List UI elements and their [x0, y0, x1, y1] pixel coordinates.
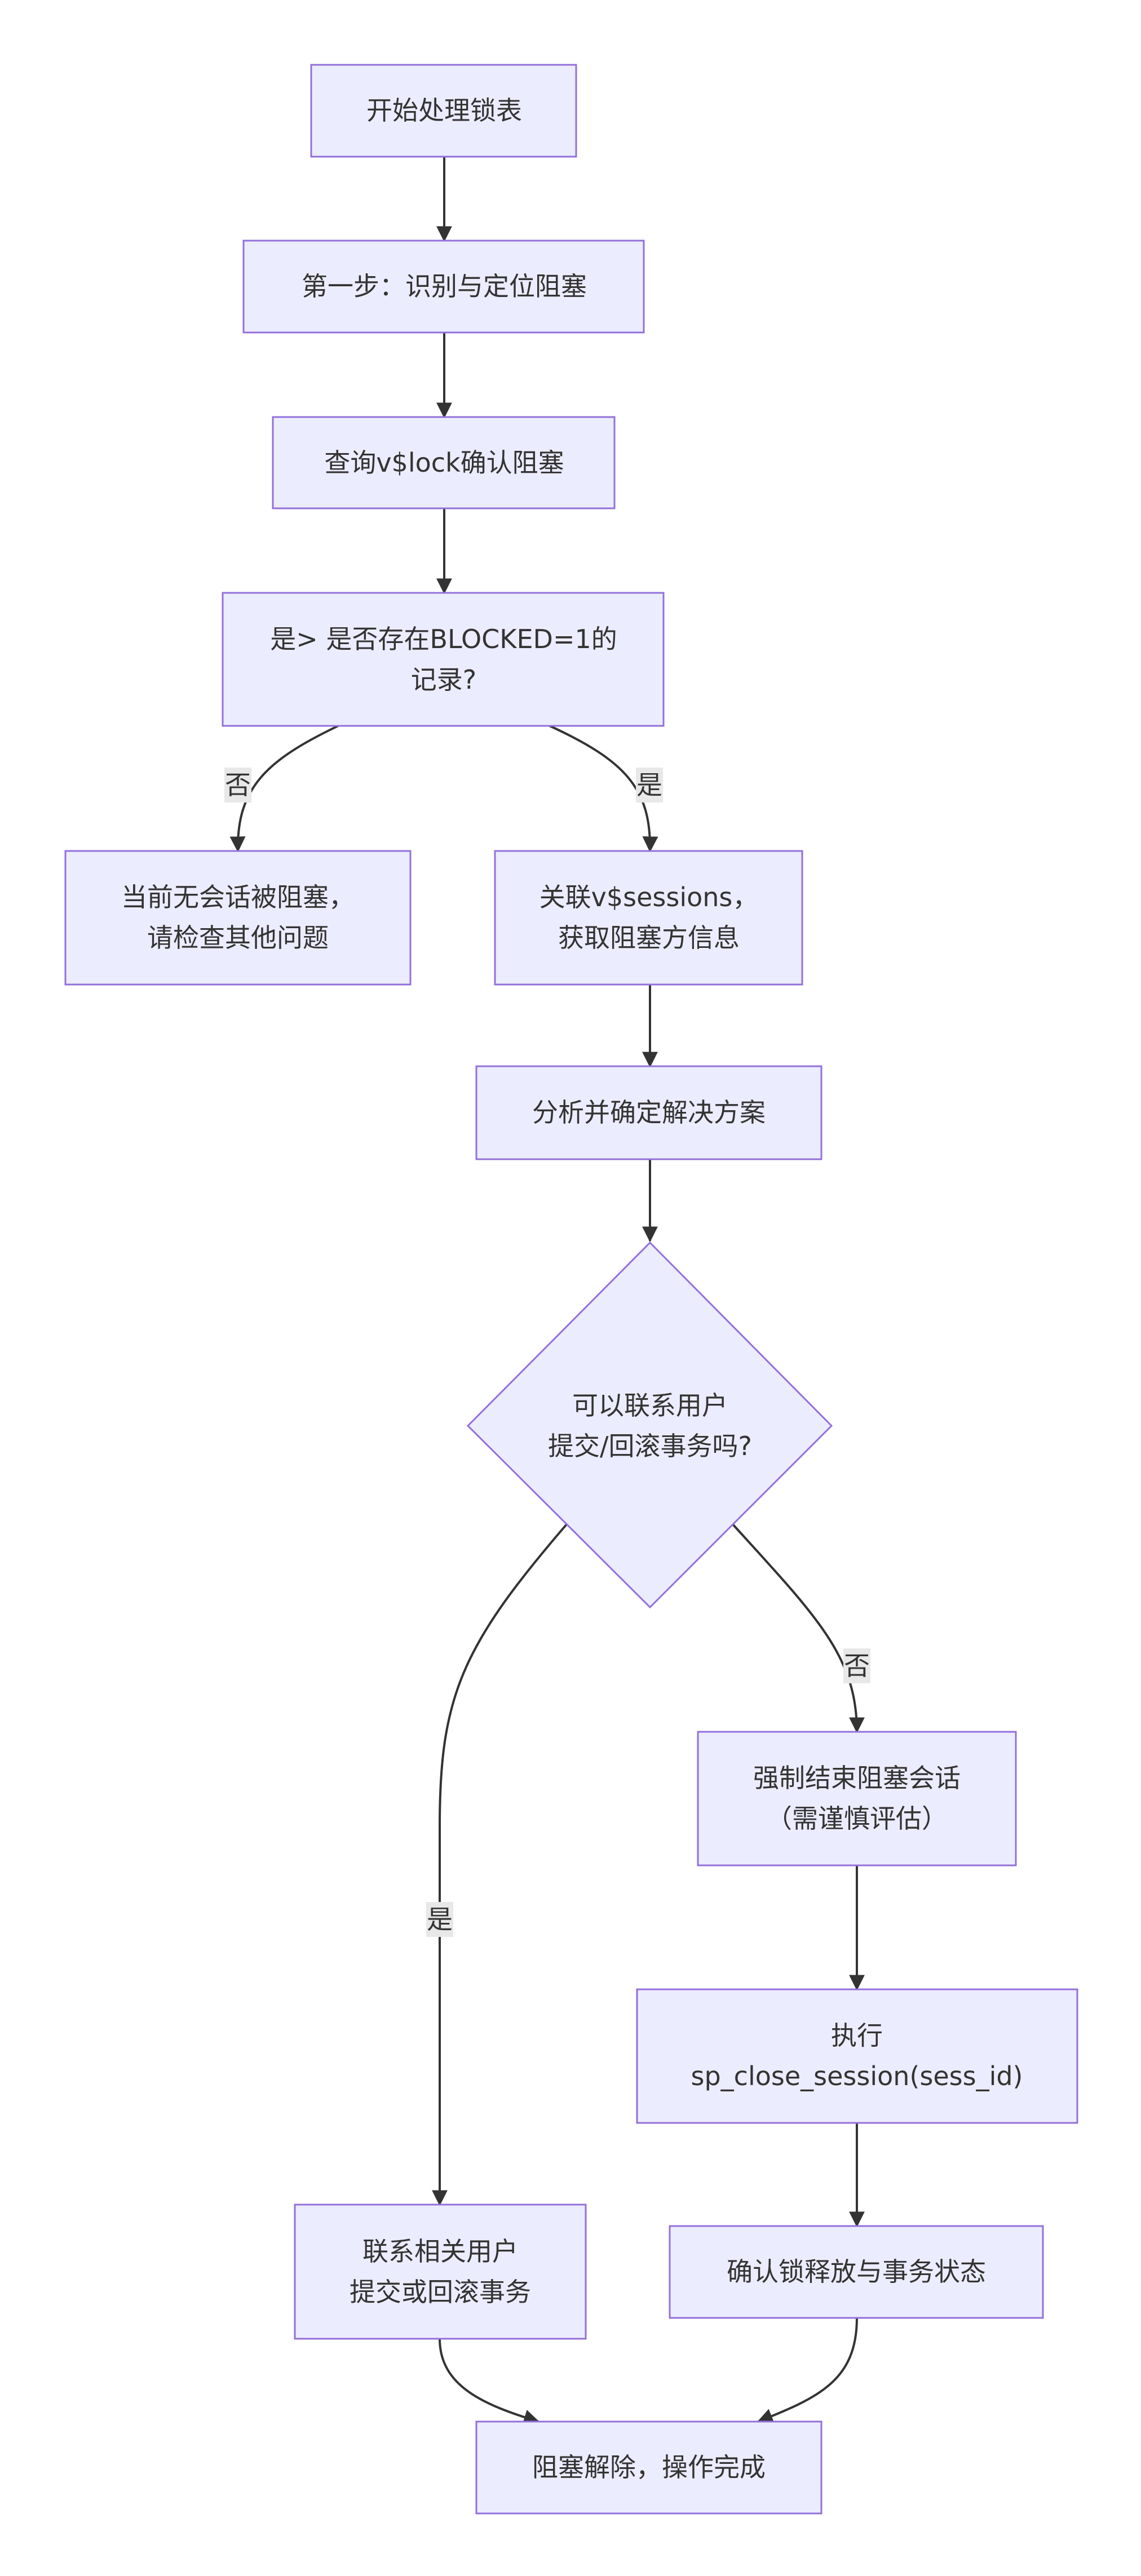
- node-text-line: 强制结束阻塞会话: [753, 1763, 961, 1793]
- node-text-line: sp_close_session(sess_id): [691, 2061, 1023, 2091]
- node-query-text: 查询v$lock确认阻塞: [324, 447, 564, 478]
- edge-confirm-to-done: [757, 2317, 858, 2424]
- node-text-line: 联系相关用户: [362, 2236, 518, 2267]
- node-text-line: 开始处理锁表: [366, 95, 522, 126]
- node-text-line: 第一步：识别与定位阻塞: [302, 271, 587, 302]
- edge-label-decision-no: 否: [843, 1648, 870, 1683]
- svg-text:是: 是: [427, 1904, 453, 1935]
- node-text-line: 当前无会话被阻塞，: [121, 882, 355, 912]
- node-noblock: 当前无会话被阻塞， 请检查其他问题: [64, 850, 412, 986]
- node-analyze-text: 分析并确定解决方案: [532, 1097, 766, 1128]
- node-text-line: 请检查其他问题: [147, 923, 329, 953]
- node-confirm-text: 确认锁释放与事务状态: [727, 2256, 986, 2287]
- node-text-line: 查询v$lock确认阻塞: [324, 447, 564, 478]
- node-step1-text: 第一步：识别与定位阻塞: [302, 271, 587, 302]
- node-query: 查询v$lock确认阻塞: [272, 416, 616, 509]
- node-text-line: 获取阻塞方信息: [558, 923, 740, 953]
- node-done-text: 阻塞解除，操作完成: [532, 2452, 766, 2482]
- node-analyze: 分析并确定解决方案: [475, 1065, 822, 1160]
- node-force-text: 强制结束阻塞会话 （需谨慎评估）: [753, 1763, 961, 1834]
- node-text-line: 执行: [831, 2020, 883, 2051]
- node-text-line: 分析并确定解决方案: [532, 1097, 766, 1128]
- node-text-line: 记录?: [411, 664, 476, 695]
- node-text-line: 关联v$sessions，: [539, 882, 759, 912]
- edge-label-decision-yes: 是: [426, 1902, 453, 1937]
- edge-decision-to-force: [732, 1523, 865, 1733]
- node-decision-text: 可以联系用户提交/回滚事务吗?: [548, 1390, 752, 1461]
- node-check: 是> 是否存在BLOCKED=1的记录?: [222, 592, 665, 727]
- node-text-line: 提交或回滚事务: [350, 2277, 531, 2307]
- node-force: 强制结束阻塞会话 （需谨慎评估）: [697, 1731, 1017, 1866]
- node-start: 开始处理锁表: [310, 64, 577, 158]
- node-text-line: 阻塞解除，操作完成: [532, 2452, 766, 2482]
- node-confirm: 确认锁释放与事务状态: [669, 2225, 1044, 2319]
- nodes-group: 开始处理锁表 第一步：识别与定位阻塞 查询v$lock确认阻塞 是> 是否存在B…: [64, 64, 1078, 2515]
- node-exec: 执行 sp_close_session(sess_id): [636, 1988, 1078, 2124]
- node-check-text: 是> 是否存在BLOCKED=1的记录?: [270, 624, 617, 695]
- node-noblock-text: 当前无会话被阻塞， 请检查其他问题: [121, 882, 355, 953]
- edges-group: [229, 157, 865, 2425]
- node-start-text: 开始处理锁表: [366, 95, 522, 126]
- edge-label-check-yes: 是: [636, 768, 663, 802]
- node-decision: 可以联系用户提交/回滚事务吗?: [466, 1241, 833, 1609]
- node-text-line: 提交/回滚事务吗?: [548, 1431, 752, 1461]
- node-text-line: （需谨慎评估）: [766, 1803, 948, 1834]
- node-text-line: 是> 是否存在BLOCKED=1的: [270, 624, 617, 654]
- node-join-text: 关联v$sessions， 获取阻塞方信息: [539, 882, 759, 953]
- node-contact: 联系相关用户提交或回滚事务: [294, 2203, 587, 2340]
- node-exec-text: 执行 sp_close_session(sess_id): [691, 2020, 1023, 2091]
- node-join: 关联v$sessions， 获取阻塞方信息: [494, 850, 803, 986]
- edge-decision-to-contact: [432, 1523, 568, 2206]
- edge-contact-to-done: [439, 2338, 540, 2425]
- node-contact-text: 联系相关用户提交或回滚事务: [350, 2236, 531, 2307]
- node-text-line: 可以联系用户: [572, 1390, 728, 1421]
- edge-check-to-noblock: [229, 725, 339, 853]
- edge-label-check-no: 否: [224, 768, 251, 802]
- node-text-line: 确认锁释放与事务状态: [727, 2256, 986, 2287]
- edge-labels-group: 否 是 否 是: [224, 768, 870, 1937]
- node-done: 阻塞解除，操作完成: [475, 2420, 822, 2515]
- svg-text:是: 是: [636, 770, 662, 800]
- edge-check-to-join: [549, 725, 658, 853]
- node-step1: 第一步：识别与定位阻塞: [242, 240, 645, 334]
- svg-text:否: 否: [225, 770, 251, 800]
- svg-text:否: 否: [844, 1651, 870, 1681]
